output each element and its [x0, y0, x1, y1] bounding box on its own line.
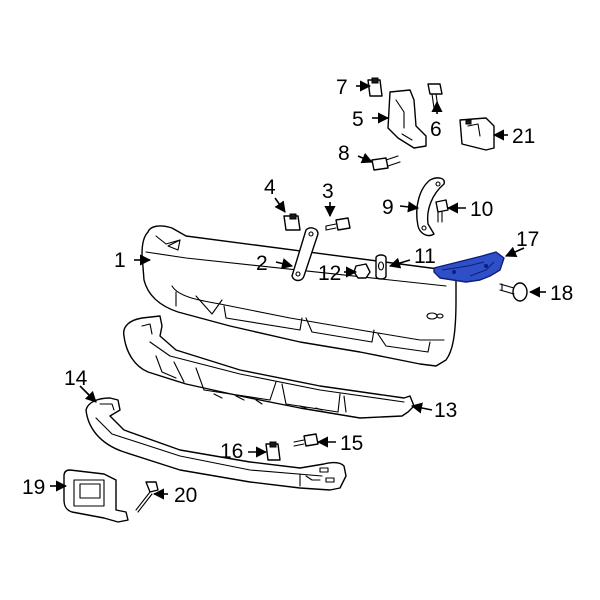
- leader-17: [504, 246, 525, 258]
- part-1-bumper-face-bar: [141, 225, 457, 367]
- leader-9: [399, 201, 420, 213]
- part-2-strap-bracket: [291, 227, 319, 282]
- callout-14: 14: [64, 367, 88, 390]
- part-3-bolt: [325, 217, 351, 231]
- callout-5: 5: [352, 108, 364, 131]
- leader-4: [274, 197, 286, 213]
- part-8-bolt: [371, 155, 401, 171]
- part-20-push-pin: [135, 481, 159, 513]
- part-11-spacer: [375, 254, 387, 280]
- callout-6: 6: [430, 118, 442, 141]
- callout-8: 8: [338, 142, 350, 165]
- leader-11: [388, 257, 411, 269]
- part-6-bolt: [427, 83, 443, 109]
- part-21-bracket: [459, 117, 495, 151]
- callout-11: 11: [414, 245, 436, 268]
- callout-21: 21: [512, 125, 535, 148]
- callout-13: 13: [434, 399, 457, 422]
- part-15-bolt: [293, 433, 319, 447]
- part-13-lower-valance: [123, 315, 415, 419]
- callout-15: 15: [340, 432, 363, 455]
- callout-1: 1: [114, 249, 126, 272]
- callout-7: 7: [336, 76, 348, 99]
- part-10-bolt: [435, 199, 449, 223]
- part-12-nut: [353, 263, 371, 279]
- callout-10: 10: [470, 198, 493, 221]
- callout-3: 3: [322, 180, 334, 203]
- leader-2: [275, 258, 294, 269]
- callout-4: 4: [264, 176, 276, 199]
- leader-13: [410, 402, 433, 414]
- part-18-screw: [499, 282, 528, 302]
- part-5-upper-bracket: [387, 89, 427, 149]
- part-4-clip-nut: [283, 213, 301, 231]
- leader-lines: [50, 80, 546, 500]
- callout-labels: 1 2 3 4 5 6 7 8 9 10 11 12 13 14 15 16 1…: [22, 76, 573, 507]
- callout-16: 16: [220, 440, 243, 463]
- leader-14: [79, 385, 97, 403]
- callout-9: 9: [382, 196, 394, 219]
- part-7-clip-nut: [367, 77, 383, 97]
- callout-19: 19: [22, 476, 45, 499]
- callout-12: 12: [318, 262, 341, 285]
- leader-8: [357, 152, 374, 164]
- part-19-license-bracket: [63, 469, 129, 523]
- callout-20: 20: [174, 484, 197, 507]
- part-14-lower-bar: [85, 397, 347, 491]
- callout-2: 2: [256, 252, 268, 275]
- part-17-bumper-side-bracket: [433, 251, 505, 283]
- callout-17: 17: [516, 228, 539, 251]
- part-16-clip-nut: [265, 441, 281, 461]
- callout-18: 18: [550, 282, 573, 305]
